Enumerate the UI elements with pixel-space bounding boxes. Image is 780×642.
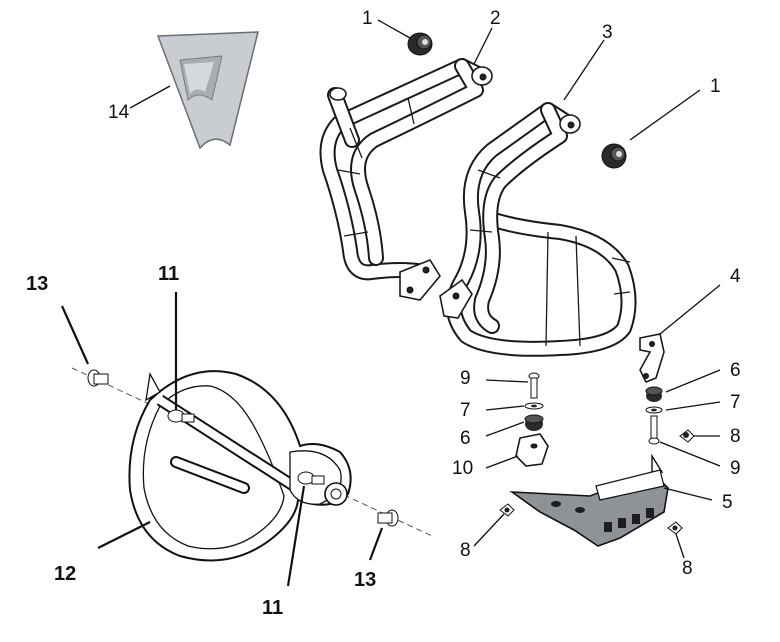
callout-8-left: 8 [460,540,471,561]
part-7-washer-left [524,402,544,410]
part-12-side-bushing [324,482,348,506]
callout-5: 5 [722,492,733,513]
part-9-bolt-left [528,372,540,399]
part-8-bolt-lower [667,521,683,535]
part-13-bolt-right [377,509,399,527]
callout-9-left: 9 [460,368,471,389]
callout-2: 2 [490,8,501,29]
part-11-bolt-upper [167,409,195,423]
callout-8-lower: 8 [682,558,693,579]
callout-10: 10 [452,458,473,479]
part-8-bolt-right-upper [679,429,695,443]
callout-6-right: 6 [730,360,741,381]
callout-11-lower: 11 [262,597,283,619]
callout-9-right: 9 [730,458,741,479]
part-4-mount-bracket [639,333,665,384]
callout-13-right: 13 [354,569,376,591]
part-12-protective-cover [71,367,433,562]
callout-8-right: 8 [730,426,741,447]
part-13-bolt-left [87,369,109,387]
part-6-rubber-mount-right [645,386,663,402]
part-6-rubber-mount-left [524,414,544,431]
callout-3: 3 [602,22,613,43]
part-7-washer-right [645,406,663,414]
callout-6-left: 6 [460,428,471,449]
callout-14: 14 [108,102,130,123]
callout-12: 12 [54,563,76,585]
callout-13-left: 13 [26,273,48,295]
part-10-bracket [515,433,549,467]
part-2-left-crash-bar [319,58,493,301]
callout-1-right: 1 [710,76,721,97]
callout-7-left: 7 [460,400,471,421]
part-9-bolt-right [648,415,660,445]
callout-1-upper: 1 [362,8,373,29]
callout-7-right: 7 [730,392,741,413]
callout-labels: 1 2 3 1 14 4 6 7 8 9 5 8 8 9 7 6 10 11 1… [26,8,741,619]
part-8-bolt-left [499,503,515,517]
part-5-skid-plate [509,453,669,547]
callout-4: 4 [730,266,741,287]
part-14-triangular-pad [156,31,259,150]
part-1-grommet-upper [407,32,433,56]
callout-11-upper: 11 [158,263,179,285]
part-1-grommet-right [601,143,627,169]
leader-lines [60,19,721,587]
part-3-right-crash-bar [439,102,637,357]
part-11-bolt-lower [297,471,325,485]
